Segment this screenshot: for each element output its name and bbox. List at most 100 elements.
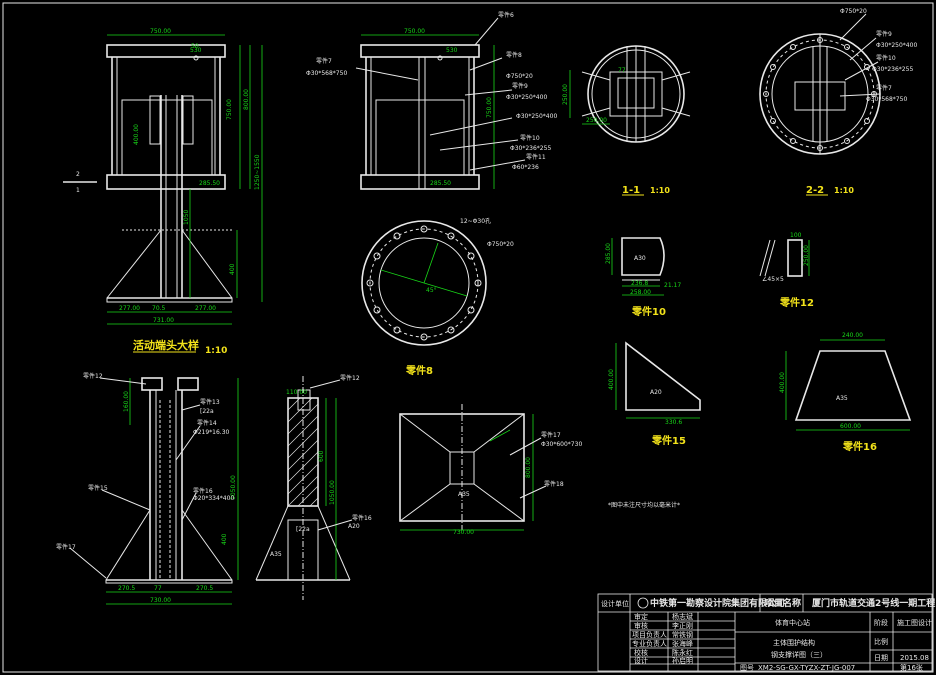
tb-scale-label: 比例 <box>874 637 888 646</box>
low-label-p15: 零件15 <box>88 484 108 492</box>
section-1-1: 250.00 250.00 77 1-1 1:10 <box>562 45 691 196</box>
low-label-p16: 零件16 <box>193 487 213 495</box>
s22-label-p9spec: Φ30*250*400 <box>876 42 917 49</box>
part16-label: 零件16 <box>842 440 877 453</box>
tb-name-1: 李正刚 <box>672 621 693 630</box>
dim-277-right: 277.00 <box>195 305 216 312</box>
low-label-p14spec: Φ219*16.30 <box>193 429 230 436</box>
low-label-p12: 零件12 <box>83 372 103 380</box>
tb-role-3: 专业负责人 <box>632 639 667 648</box>
low-label-p17: 零件17 <box>56 543 76 551</box>
p16-dim-600: 600.00 <box>840 423 861 430</box>
side-label-p11: 零件11 <box>526 153 546 161</box>
p10-dim-258: 258.00 <box>630 289 651 296</box>
s22-label-p8: Φ750*20 <box>840 8 867 15</box>
tb-drawing-name-1: 主体围护结构 <box>773 638 815 647</box>
ch-label-p12: 零件12 <box>340 374 360 382</box>
tb-project-name: 厦门市轨道交通2号线一期工程 <box>812 597 935 609</box>
s22-label-p7: 零件7 <box>876 84 892 92</box>
p17-dim-730: 730.00 <box>453 529 474 536</box>
s11-dim-77: 77 <box>618 67 626 74</box>
part8-flange-view: 45° 12~Φ30孔 Φ750*20 零件8 <box>361 217 514 377</box>
side-label-p7spec: Φ30*568*750 <box>306 70 347 77</box>
part10-view: 285.00 236.8 258.00 21.17 A30 零件10 <box>605 237 681 318</box>
part8-angle: 45° <box>426 287 437 294</box>
tb-role-2: 项目负责人 <box>632 630 667 639</box>
dim-800: 800.00 <box>243 89 250 110</box>
side-label-p7: 零件7 <box>316 57 332 65</box>
tb-role-0: 审定 <box>634 612 648 621</box>
low-dim-270r: 270.5 <box>196 585 213 592</box>
dim-400: 400 <box>229 263 236 275</box>
part12-view: 250.00 100 ∠45×5 零件12 <box>759 232 814 309</box>
p16-a35: A35 <box>836 395 848 402</box>
tb-stage-value: 施工图设计 <box>897 618 932 627</box>
p17-a35: A35 <box>458 491 470 498</box>
main-view-title: 活动端头大样 <box>133 338 199 352</box>
side-label-p6: 零件6 <box>498 11 514 19</box>
p15-dim-330: 330.6 <box>665 419 682 426</box>
tb-name-2: 常铁钢 <box>672 630 693 639</box>
p12-dim-250: 250.00 <box>803 245 810 266</box>
dim-400b: 400.00 <box>133 124 140 145</box>
section-2-2: Φ750*20 零件9 Φ30*250*400 零件10 Φ30*236*255… <box>759 8 917 196</box>
part12-label: 零件12 <box>779 296 814 309</box>
dim-530: 530 <box>190 47 202 54</box>
ch-label-p16: 零件16 <box>352 514 372 522</box>
section2-scale: 1:10 <box>834 186 854 195</box>
dim-277-left: 277.00 <box>119 305 140 312</box>
title-block: 设计单位 中铁第一勘察设计院集团有限公司 项目名称 厦门市轨道交通2号线一期工程… <box>597 593 935 672</box>
p17-dim-800: 800.00 <box>525 457 532 478</box>
low-label-p13: 零件13 <box>200 398 220 406</box>
side-label-p10spec: Φ30*236*255 <box>510 145 551 152</box>
low-label-p14: 零件14 <box>197 419 217 427</box>
part16-view: 240.00 600.00 400.00 A35 零件16 <box>779 332 912 453</box>
side-dim-530: 530 <box>446 47 458 54</box>
low-label-p13spec: [22a <box>200 408 214 415</box>
side-elevation: 750.00 750.00 285.50 530 零件6 零件7 Φ30*568… <box>306 11 557 190</box>
part15-view: 400.00 330.6 A20 零件15 <box>608 341 701 447</box>
p17-spec: Φ30*600*730 <box>541 441 582 448</box>
part15-label: 零件15 <box>651 434 686 447</box>
bolt-holes <box>366 225 482 341</box>
low-dim-270l: 270.5 <box>118 585 135 592</box>
low-dim-160: 160.00 <box>123 391 130 412</box>
part8-spec: Φ750*20 <box>487 241 514 248</box>
p15-a20: A20 <box>650 389 662 396</box>
ch-label: [22a <box>296 526 310 533</box>
s22-label-p10spec: Φ30*236*255 <box>872 66 913 73</box>
s11-dim-250b: 250.00 <box>586 117 607 124</box>
p10-dim-285: 285.00 <box>605 243 612 264</box>
tb-name-5: 孙启明 <box>672 656 693 665</box>
tb-date-label: 日期 <box>874 654 888 662</box>
p16-dim-400: 400.00 <box>779 372 786 393</box>
side-label-p11spec: Φ60*236 <box>512 164 539 171</box>
dim-1050: 1050 <box>183 210 190 225</box>
side-label-p9: 零件9 <box>512 82 528 90</box>
s22-label-p9: 零件9 <box>876 30 892 38</box>
dim-750v: 750.00 <box>226 99 233 120</box>
dim-285: 285.50 <box>199 180 220 187</box>
part8-label: 零件8 <box>405 364 433 377</box>
s22-label-p10: 零件10 <box>876 54 896 62</box>
tb-project-label: 项目名称 <box>765 597 801 609</box>
low-label-p16spec: Φ20*334*400 <box>193 495 234 502</box>
part8-holes: 12~Φ30孔 <box>460 217 491 225</box>
p10-dim-236: 236.8 <box>631 280 648 287</box>
tb-drawing-name-2: 钢支撑详图（三） <box>771 650 827 659</box>
side-dim-285: 285.50 <box>430 180 451 187</box>
lower-channel-view: [22a A35 600 1050.00 110.00 零件12 零件16 A2… <box>255 374 372 600</box>
tb-name-4: 陈永红 <box>672 648 693 657</box>
tb-sheet-value: 第16张 <box>900 663 923 672</box>
dim-top-width: 750.00 <box>150 28 171 35</box>
side-label-p10: 零件10 <box>520 134 540 142</box>
dim-1250: 1250~1550 <box>254 154 261 190</box>
low-dim-1050: 1050.00 <box>230 475 237 500</box>
side-label-p9spec2: Φ30*250*400 <box>516 113 557 120</box>
main-elevation: 2 1 750.00 530 750.00 800.00 1250~1550 1… <box>63 28 263 356</box>
section2-label: 2-2 <box>806 185 824 196</box>
tb-role-1: 审核 <box>634 621 648 630</box>
p10-a30: A30 <box>634 255 646 262</box>
